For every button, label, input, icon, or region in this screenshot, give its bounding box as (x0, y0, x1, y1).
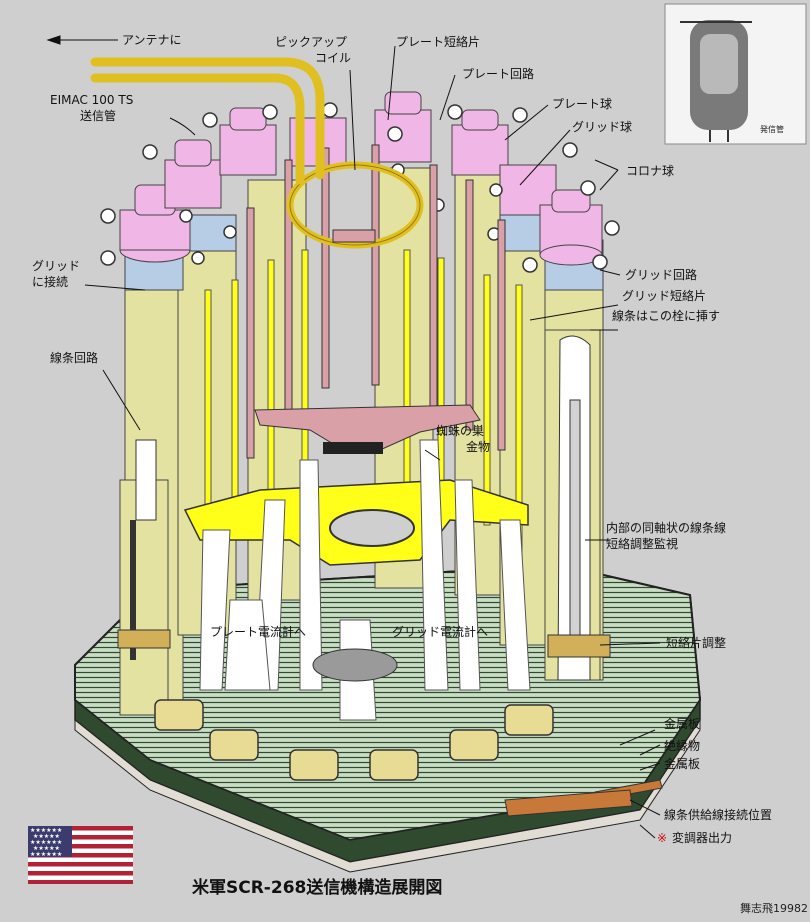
insulator-cones (199, 439, 531, 721)
label-grid-circuit: グリッド回路 (625, 267, 697, 282)
label-pickup-1: ピックアップ (275, 35, 347, 49)
label-short-adjust: 短絡片調整 (666, 635, 726, 650)
label-coax-2: 短絡調整監視 (606, 536, 678, 551)
transmitter-tubes (119, 91, 603, 266)
label-plate-ball: プレート球 (552, 97, 612, 111)
coax-column-right (544, 329, 611, 681)
label-pickup-2: コイル (315, 51, 351, 65)
label-grid-ball: グリッド球 (572, 120, 632, 134)
author-signature: 舞志飛19982 (740, 902, 808, 915)
label-metal-plate-1: 金属板 (664, 716, 700, 731)
us-flag: ★★★★★★ ★★★★★ ★★★★★★ ★★★★★ ★★★★★★ (28, 826, 133, 884)
label-feed-position: 線条供給線接続位置 (664, 807, 772, 822)
label-grid-meter: グリッド電流計へ (392, 624, 488, 639)
label-metal-plate-2: 金属板 (664, 756, 700, 771)
label-grid-short: グリッド短絡片 (622, 288, 706, 303)
label-grid-connect-1: グリッド (32, 259, 80, 273)
svg-text:★★★★★: ★★★★★ (33, 833, 60, 840)
label-plate-circuit: プレート回路 (462, 66, 534, 81)
label-coax-1: 内部の同軸状の線条線 (606, 520, 726, 535)
filament-feed-leads (504, 779, 663, 817)
corona-balls (100, 102, 620, 273)
label-tube-1: EIMAC 100 TS (50, 93, 133, 107)
label-filament-circuit: 線条回路 (50, 350, 98, 365)
photo-caption: 発信管 (760, 124, 784, 134)
labels: アンテナに EIMAC 100 TS 送信管 ピックアップ コイル プレート短絡… (32, 33, 772, 845)
diagram-title: 米軍SCR-268送信機構造展開図 (192, 877, 442, 898)
grid-circuit (204, 249, 523, 561)
label-insulator: 絶縁物 (664, 738, 700, 753)
leader-lines (46, 35, 661, 839)
svg-text:★★★★★★: ★★★★★★ (30, 851, 62, 858)
label-filament-post: 線条はこの栓に挿す (612, 308, 720, 323)
svg-text:★★★★★: ★★★★★ (33, 845, 60, 852)
floor-hole (312, 648, 398, 682)
modulator-mark: ※ (657, 831, 667, 845)
label-plate-meter: プレート電流計へ (210, 624, 306, 639)
label-spider-1: 蜘蛛の巣 (436, 423, 484, 438)
svg-text:★★★★★★: ★★★★★★ (30, 839, 62, 846)
label-spider-2: 金物 (466, 439, 490, 454)
label-corona-ball: コロナ球 (626, 164, 674, 178)
antenna-lead (90, 57, 325, 185)
label-antenna: アンテナに (122, 33, 182, 47)
tube-sockets (154, 699, 554, 781)
tube-photo: 発信管 (664, 3, 807, 145)
label-grid-connect-2: に接続 (32, 274, 68, 289)
label-tube-2: 送信管 (80, 108, 116, 123)
filament-column-left (117, 439, 171, 716)
label-modulator: 変調器出力 (672, 830, 732, 845)
svg-text:★★★★★★: ★★★★★★ (30, 827, 62, 834)
label-plate-short: プレート短絡片 (396, 34, 480, 49)
plate-circuit (246, 144, 506, 459)
